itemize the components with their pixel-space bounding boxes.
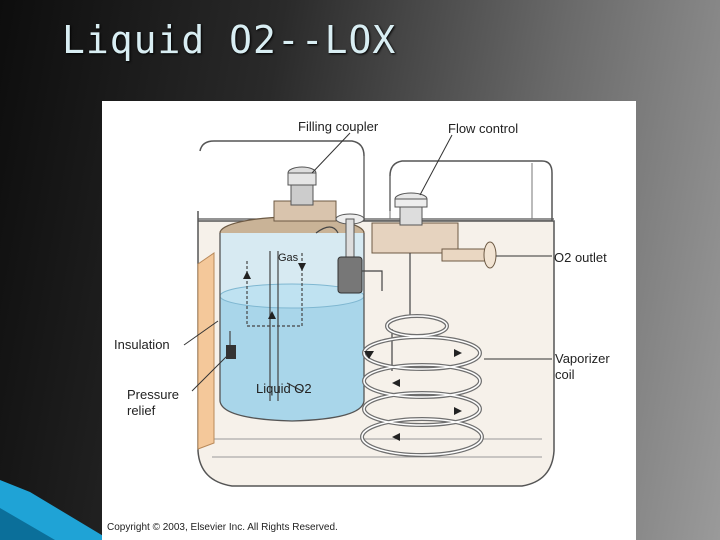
label-o2-outlet: O2 outlet bbox=[554, 250, 607, 265]
lox-diagram-panel: Filling coupler Flow control Gas O2 outl… bbox=[102, 101, 636, 540]
gas-loop-tube bbox=[246, 251, 303, 327]
vaporizer-coil-highlight bbox=[361, 315, 483, 456]
label-filling-coupler: Filling coupler bbox=[298, 119, 379, 134]
flow-control-knob-body bbox=[394, 198, 428, 208]
o2-outlet-tube bbox=[441, 248, 491, 262]
label-vaporizer-coil-1: Vaporizer bbox=[555, 351, 610, 366]
tank-walls bbox=[219, 233, 365, 422]
flow-arrows bbox=[243, 263, 462, 441]
housing-outline bbox=[199, 140, 553, 222]
label-liquid-o2: Liquid O2 bbox=[256, 381, 312, 396]
coupler-cap-body bbox=[287, 172, 317, 186]
insulation-layer bbox=[197, 252, 215, 450]
label-insulation: Insulation bbox=[114, 337, 170, 352]
flow-control-stem bbox=[399, 204, 423, 226]
label-gas: Gas bbox=[278, 252, 299, 264]
pressure-relief-valve bbox=[226, 345, 236, 359]
valve-link-tube bbox=[315, 226, 383, 291]
lox-reservoir-illustration bbox=[183, 132, 555, 487]
slide-title: Liquid O2--LOX bbox=[62, 18, 397, 62]
valve-body bbox=[337, 256, 363, 294]
housing-handle bbox=[363, 156, 533, 219]
leader-lines bbox=[183, 132, 552, 392]
label-flow-control: Flow control bbox=[448, 121, 519, 136]
label-pressure-relief-2: relief bbox=[127, 403, 156, 418]
tank-liquid bbox=[220, 296, 364, 421]
o2-outlet-nozzle bbox=[483, 241, 497, 269]
valve-stem bbox=[345, 218, 355, 258]
corner-accent-shape bbox=[0, 480, 110, 540]
housing-floor bbox=[212, 438, 542, 458]
tank-gas-region bbox=[220, 233, 364, 296]
copyright-notice: Copyright © 2003, Elsevier Inc. All Righ… bbox=[107, 522, 338, 533]
label-vaporizer-coil-2: coil bbox=[555, 367, 575, 382]
label-pressure-relief-1: Pressure bbox=[127, 387, 180, 402]
